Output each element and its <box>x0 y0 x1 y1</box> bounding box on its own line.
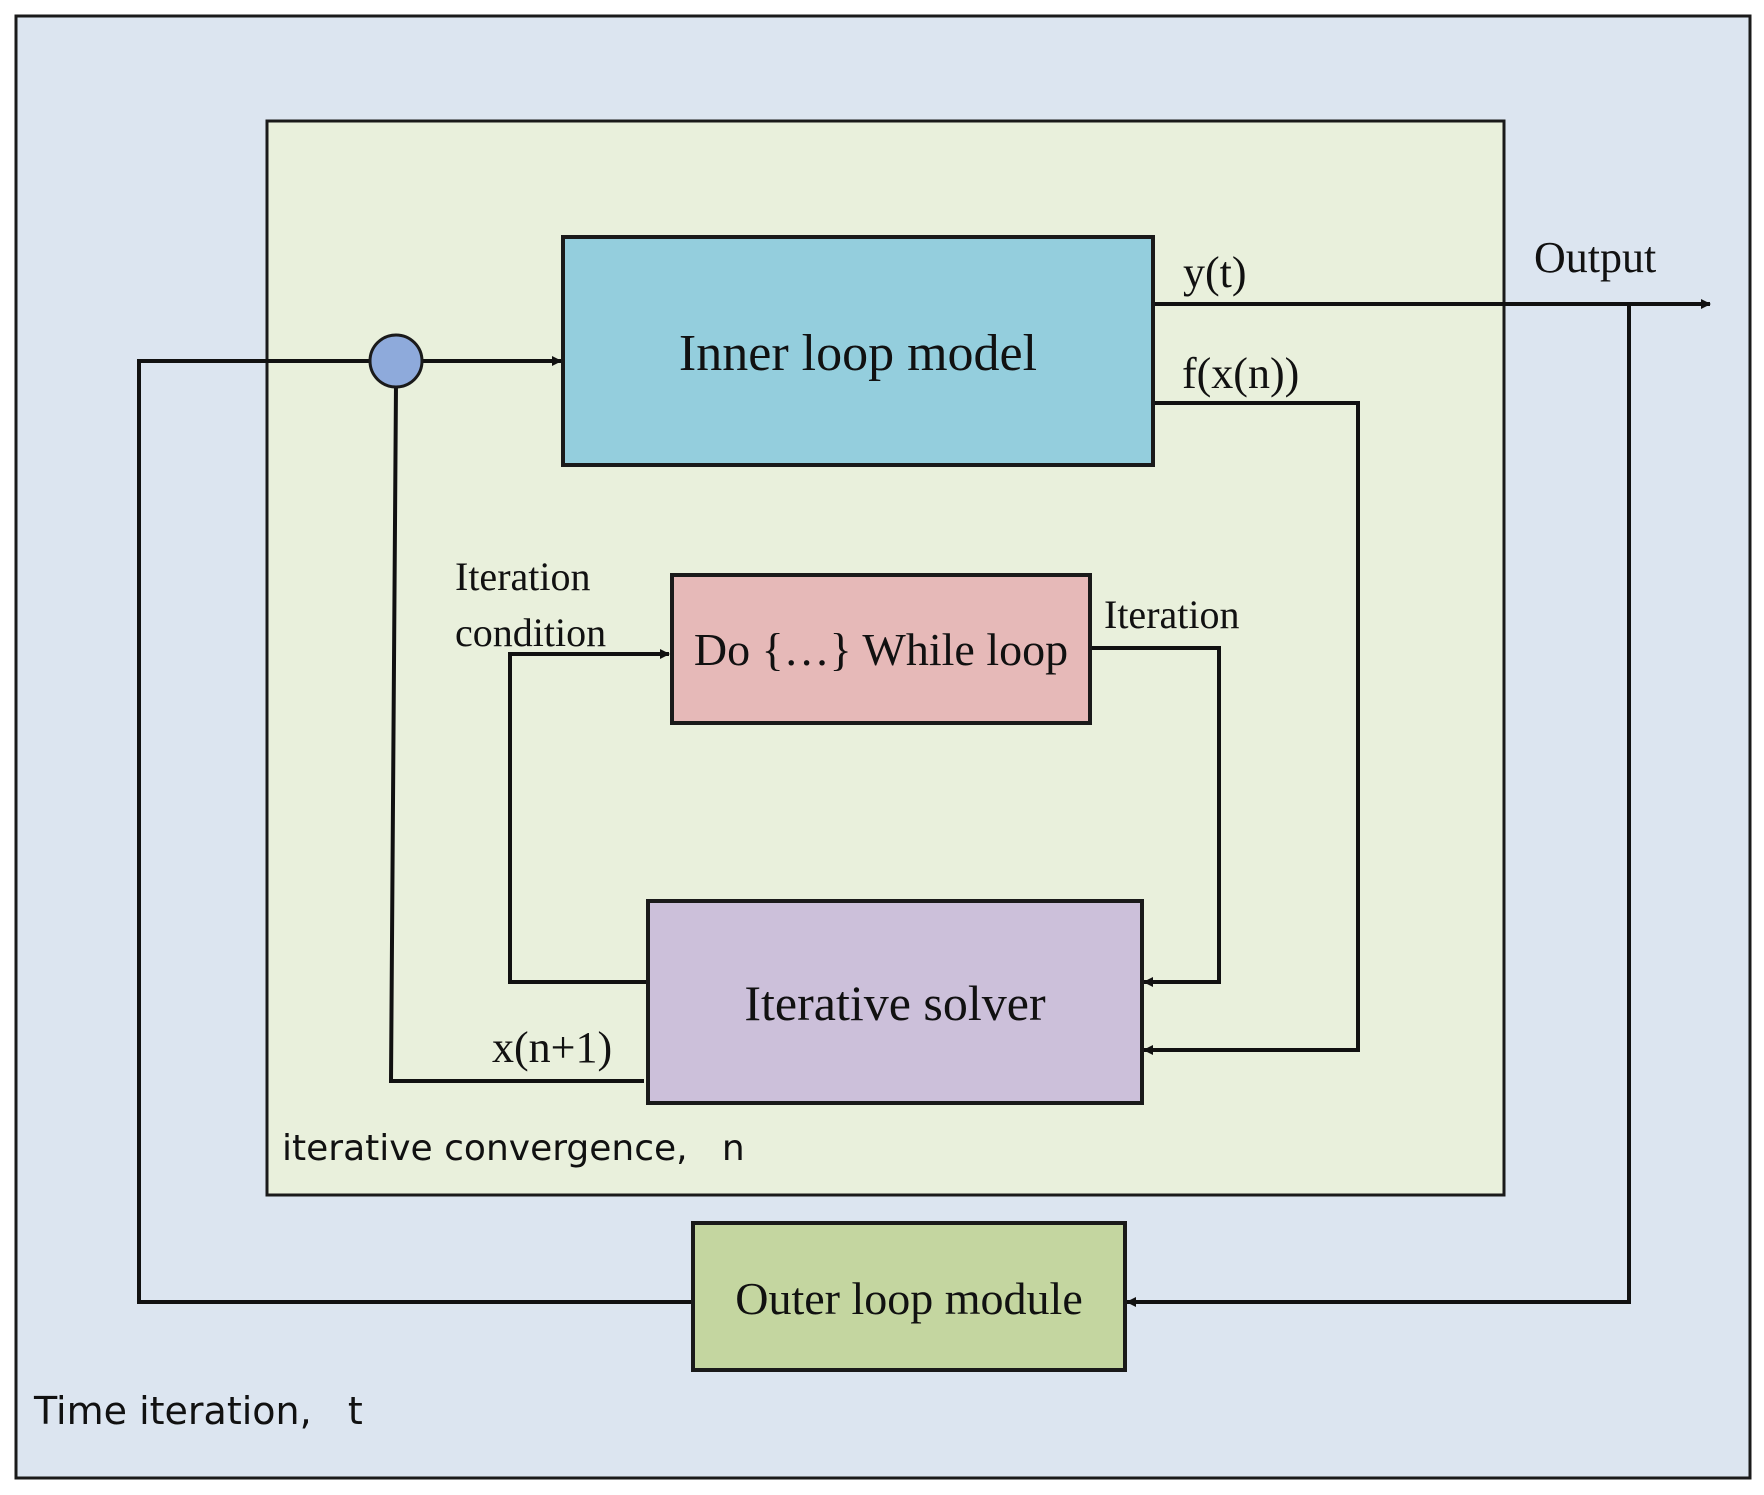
iteration-condition-arrow <box>508 649 670 984</box>
outer-loop-module-box <box>691 1221 1127 1372</box>
summing-junction <box>368 333 424 389</box>
do-while-loop-label: Do {…} While loop <box>694 624 1068 675</box>
iterative-convergence-label: iterative convergence, n <box>282 1128 745 1169</box>
iterative-solver-box <box>646 899 1144 1105</box>
outer-loop-module-label: Outer loop module <box>735 1273 1083 1324</box>
iteration-condition-label-line1: Iteration <box>455 554 591 599</box>
f-x-n-label: f(x(n)) <box>1182 349 1299 398</box>
do-while-loop-box <box>670 573 1092 725</box>
inner-loop-model-label: Inner loop model <box>679 325 1037 382</box>
iteration-label: Iteration <box>1104 592 1240 637</box>
iterative-solver-label: Iterative solver <box>744 975 1046 1031</box>
inner-loop-model-box <box>561 235 1155 467</box>
y-t-label: y(t) <box>1183 248 1247 297</box>
output-label: Output <box>1534 233 1656 282</box>
x-n-plus-1-feedback-line <box>388 383 644 1083</box>
output-to-outer-loop-arrow <box>1126 304 1631 1307</box>
outer-loop-feedback-line <box>137 359 693 1304</box>
iteration-to-solver-arrow <box>1090 646 1221 987</box>
iteration-condition-label-line2: condition <box>455 610 606 655</box>
time-iteration-label: Time iteration, t <box>33 1389 363 1433</box>
fxn-to-solver-arrow <box>1143 401 1360 1055</box>
x-n-plus-1-label: x(n+1) <box>492 1023 612 1072</box>
